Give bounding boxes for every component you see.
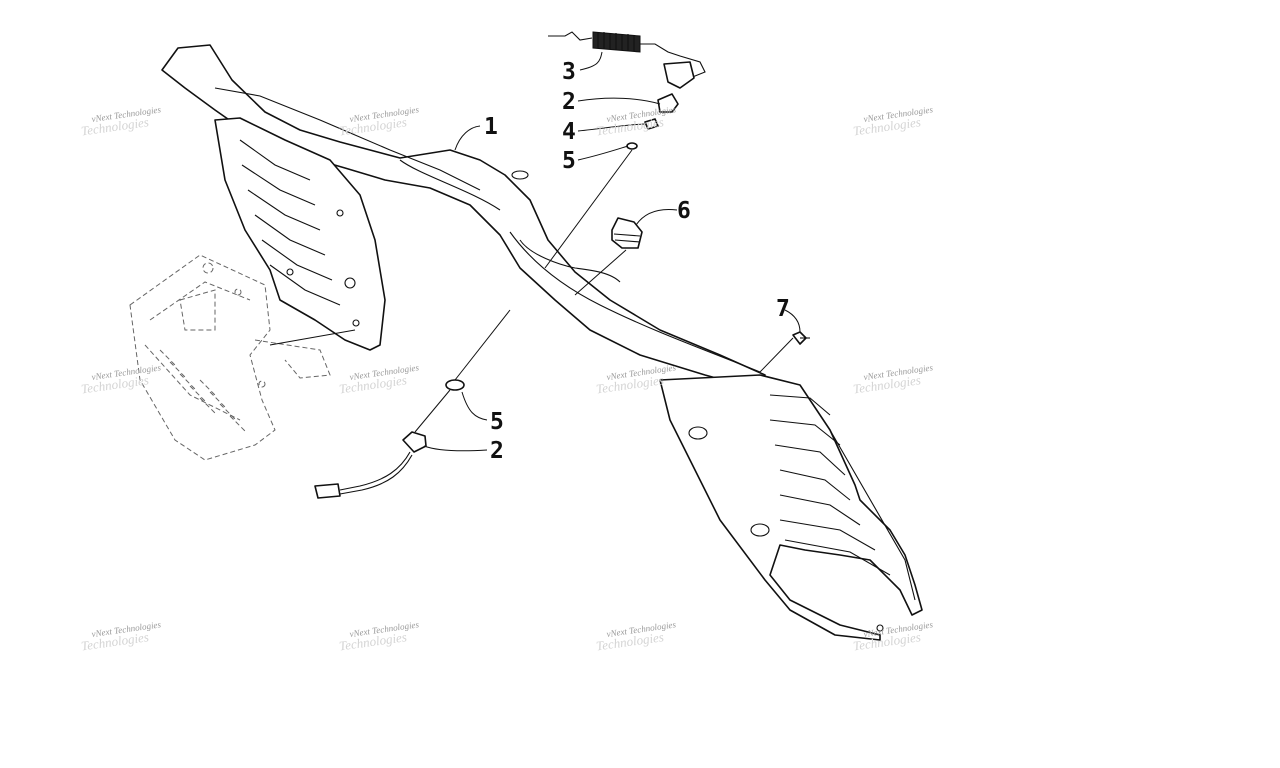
watermark: vNext Technologies Technologies (852, 362, 934, 396)
tether-spring (548, 31, 706, 89)
callout-5-top: 5 (562, 148, 576, 174)
watermark: vNext Technologies Technologies (338, 619, 420, 653)
steering-frame-ghost (129, 254, 331, 461)
watermark: vNext Technologies Technologies (595, 619, 677, 653)
callout-labels: 1 3 2 4 5 6 7 5 2 (484, 59, 790, 464)
callout-5-bottom: 5 (490, 409, 504, 435)
washer-bottom (445, 379, 465, 391)
watermark: vNext Technologies Technologies (852, 619, 934, 653)
cap-fitting (657, 93, 679, 113)
watermark: vNext Technologies Technologies (80, 362, 162, 396)
screw (792, 331, 810, 345)
switch-with-wire (314, 431, 427, 499)
callout-2-top: 2 (562, 89, 576, 115)
watermark: vNext Technologies Technologies (338, 362, 420, 396)
plug (611, 217, 643, 249)
callout-6: 6 (677, 198, 691, 224)
nut (644, 118, 659, 130)
watermark: vNext Technologies Technologies (852, 104, 934, 138)
callout-1: 1 (484, 114, 498, 140)
watermark: vNext Technologies Technologies (80, 104, 162, 138)
watermark: vNext Technologies Technologies (338, 104, 420, 138)
washer-top (626, 142, 638, 150)
callout-7: 7 (776, 296, 790, 322)
callout-2-bottom: 2 (490, 438, 504, 464)
handlebar (161, 44, 923, 641)
watermark: vNext Technologies Technologies (595, 104, 677, 138)
callout-4: 4 (562, 119, 576, 145)
leader-lines (269, 51, 801, 452)
watermark: vNext Technologies Technologies (80, 619, 162, 653)
callout-3: 3 (562, 59, 576, 85)
